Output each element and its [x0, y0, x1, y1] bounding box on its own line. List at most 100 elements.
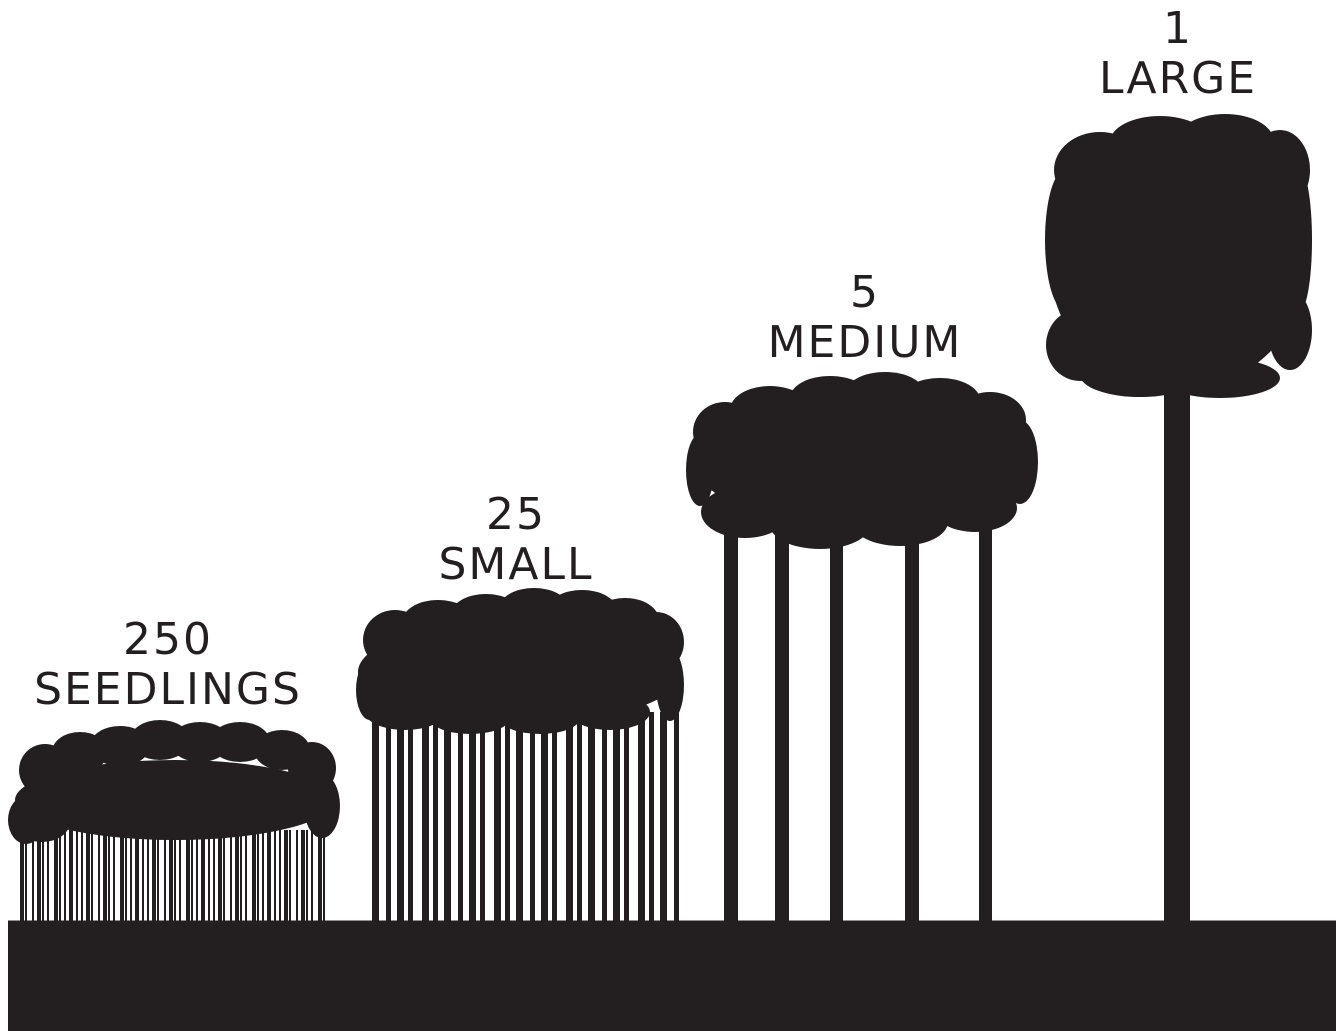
seedling-trunk: [130, 830, 132, 924]
small-tree-trunk: [444, 712, 451, 924]
large-tree-group: [1045, 114, 1312, 924]
large-tree-canopy: [1177, 114, 1273, 166]
medium-tree-group: [686, 372, 1038, 924]
seedling-trunk: [262, 830, 264, 924]
seedling-trunk: [37, 830, 41, 924]
seedling-trunk: [142, 830, 144, 924]
seedlings-count: 250: [123, 614, 213, 665]
small-tree-trunk: [469, 712, 476, 924]
small-tree-canopy: [570, 694, 650, 730]
seedling-trunk: [296, 830, 298, 924]
seedling-trunk: [289, 830, 291, 924]
small-tree-trunk: [458, 712, 463, 924]
large-label: 1 LARGE: [1046, 4, 1310, 104]
seedling-trunk: [59, 830, 61, 924]
seedling-trunk: [245, 830, 247, 924]
seedling-trunk: [208, 830, 210, 924]
medium-tree-canopy: [933, 484, 1017, 532]
medium-tree-canopy: [1002, 420, 1038, 504]
seedling-trunk: [147, 830, 149, 924]
seedling-trunk: [223, 830, 225, 924]
seedling-trunk: [69, 830, 73, 924]
medium-tree-trunk: [775, 500, 789, 924]
seedling-canopy: [304, 774, 340, 838]
small-tree-trunk: [552, 712, 557, 924]
seedling-trunk: [64, 830, 66, 924]
seedling-trunk: [108, 830, 110, 924]
seedling-trunk: [279, 830, 281, 924]
small-tree-canopy: [656, 649, 684, 721]
seedling-trunk: [164, 830, 166, 924]
seedling-trunk: [284, 830, 288, 924]
small-tree-trunk: [660, 712, 667, 924]
seedling-trunk: [257, 830, 259, 924]
seedling-trunk: [267, 830, 271, 924]
seedlings-tree-group: [8, 720, 340, 924]
seedling-trunk: [179, 830, 181, 924]
seedling-trunk: [235, 830, 239, 924]
small-tree-canopy: [430, 702, 510, 734]
small-tree-trunk: [624, 712, 629, 924]
large-tree-canopy: [1288, 170, 1312, 310]
seedling-trunk: [252, 830, 256, 924]
small-tree-trunk: [433, 712, 438, 924]
small-tree-trunk: [588, 712, 595, 924]
small-tree-trunk: [422, 712, 429, 924]
seedlings-class-name: SEEDLINGS: [34, 664, 302, 715]
small-label: 25 SMALL: [356, 490, 676, 590]
small-tree-group: [356, 588, 684, 924]
seedling-trunk: [47, 830, 49, 924]
small-count: 25: [486, 489, 546, 540]
seedling-trunk: [20, 830, 24, 924]
seedling-trunk: [86, 830, 90, 924]
seedling-trunk: [157, 830, 159, 924]
ground-band: [8, 922, 1336, 1031]
seedling-trunk: [230, 830, 232, 924]
seedling-trunk: [174, 830, 176, 924]
seedling-trunk: [113, 830, 115, 924]
small-tree-trunk: [541, 712, 548, 924]
medium-label: 5 MEDIUM: [690, 268, 1040, 368]
small-tree-trunk: [649, 712, 654, 924]
small-tree-trunk: [602, 712, 607, 924]
medium-tree-trunk: [979, 500, 992, 924]
seedling-trunk: [32, 830, 34, 924]
small-tree-trunk: [386, 712, 391, 924]
seedling-trunk: [135, 830, 139, 924]
small-tree-trunk: [397, 712, 404, 924]
large-class-name: LARGE: [1098, 53, 1258, 104]
seedling-trunk: [186, 830, 190, 924]
seedling-trunk: [301, 830, 305, 924]
seedling-trunk: [42, 830, 44, 924]
seedling-trunk: [81, 830, 83, 924]
small-tree-trunk: [638, 712, 645, 924]
large-tree-trunk: [1164, 380, 1190, 924]
medium-count: 5: [850, 267, 880, 318]
large-tree-canopy: [1160, 358, 1280, 398]
seedling-trunk: [76, 830, 78, 924]
seedling-trunk: [323, 830, 325, 924]
small-tree-trunk: [505, 712, 510, 924]
seedling-trunk: [54, 830, 58, 924]
ground: [8, 920, 1336, 1031]
small-tree-canopy: [500, 702, 580, 734]
seedling-trunk: [240, 830, 242, 924]
small-tree-trunk: [577, 712, 582, 924]
seedling-canopy: [14, 802, 70, 842]
seedling-trunk: [103, 830, 107, 924]
seedling-canopy: [15, 760, 335, 840]
medium-tree-trunk: [830, 500, 843, 924]
seedling-trunk: [201, 830, 205, 924]
small-tree-trunk: [516, 712, 523, 924]
small-tree-trunk: [494, 712, 501, 924]
small-tree-trunk: [530, 712, 535, 924]
seedling-trunk: [218, 830, 222, 924]
small-tree-trunk: [566, 712, 573, 924]
medium-tree-trunk: [905, 500, 919, 924]
seedling-trunk: [125, 830, 127, 924]
seedling-trunk: [191, 830, 193, 924]
medium-class-name: MEDIUM: [767, 317, 963, 368]
seedling-trunk: [318, 830, 322, 924]
seedlings-label: 250 SEEDLINGS: [0, 615, 336, 715]
